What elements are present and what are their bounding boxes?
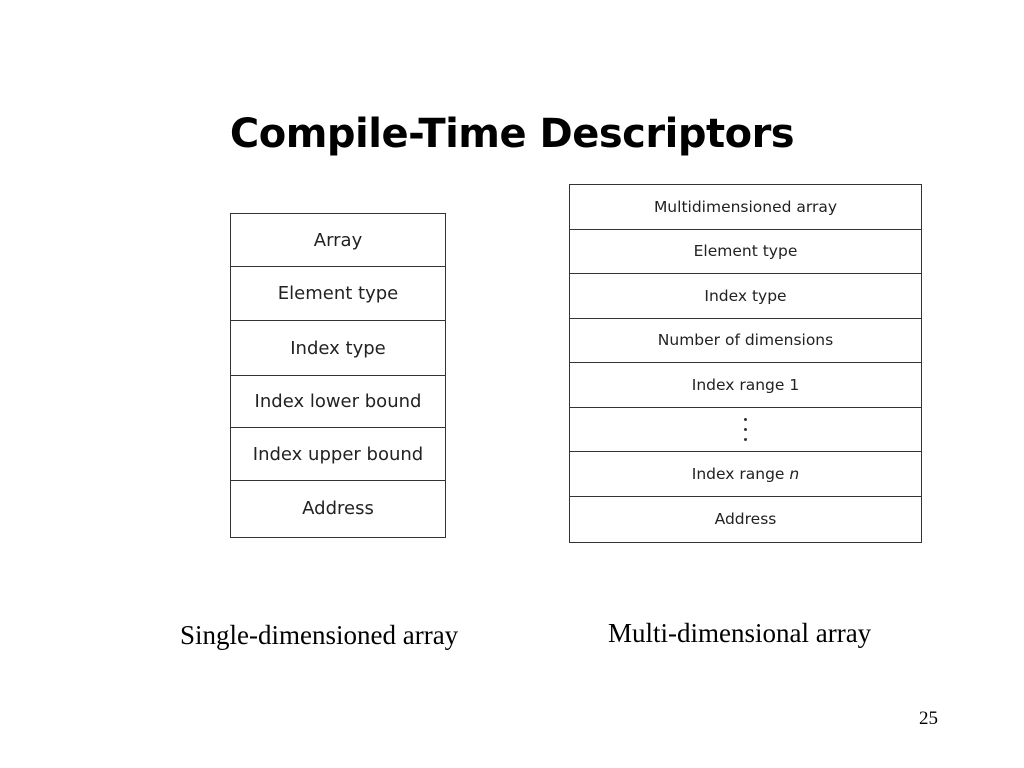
descriptor-field-address: Address	[302, 498, 374, 519]
descriptor-field-index-range-1: Index range 1	[570, 363, 921, 408]
descriptor-field-array: Array	[231, 214, 445, 267]
descriptor-field-index-upper-bound: Index upper bound	[231, 428, 445, 481]
descriptor-field-element-type: Element type	[231, 267, 445, 321]
multi-dimension-caption: Multi-dimensional array	[608, 618, 872, 648]
descriptor-field-index-lower-bound: Index lower bound	[231, 376, 445, 428]
descriptor-field-address: Address	[714, 509, 777, 528]
single-dimension-caption: Single-dimensioned array	[180, 620, 459, 650]
descriptor-field-index-range-n: Index range n	[570, 452, 921, 497]
index-range-label: Index range	[691, 464, 785, 483]
page-number: 25	[919, 708, 938, 729]
index-range-variable: n	[789, 464, 800, 483]
descriptor-field-multidimensioned-array: Multidimensioned array	[570, 185, 921, 230]
ellipsis-vertical-icon	[570, 408, 921, 452]
multi-dimension-descriptor-table: Multidimensioned array Element type Inde…	[569, 184, 922, 543]
single-dimension-descriptor-table: Array Element type Index type Index lowe…	[230, 213, 446, 538]
descriptor-field-element-type: Element type	[570, 230, 921, 274]
descriptor-field-number-of-dimensions: Number of dimensions	[570, 319, 921, 363]
slide-title: Compile-Time Descriptors	[229, 111, 795, 157]
descriptor-field-index-type: Index type	[570, 274, 921, 319]
descriptor-field-index-type: Index type	[231, 321, 445, 376]
